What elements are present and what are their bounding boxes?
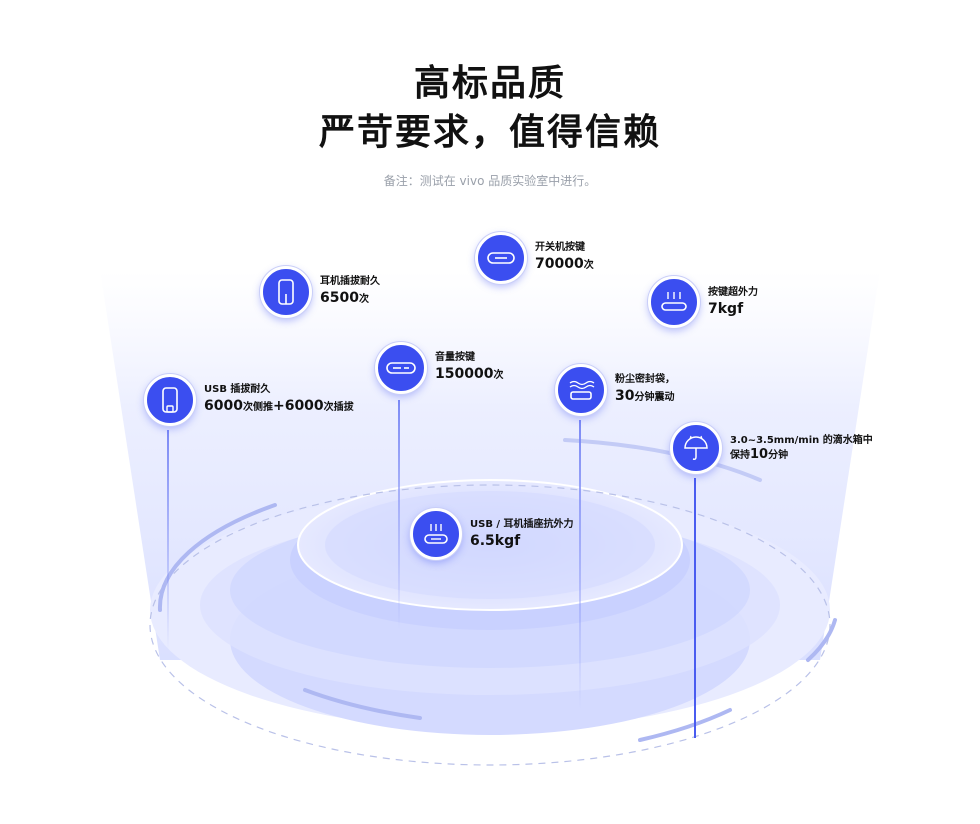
test-earphone-jack: 耳机插拔耐久 6500次 (260, 266, 380, 318)
usb-port-icon (144, 374, 196, 426)
test-volume-button: 音量按键 150000次 (375, 342, 503, 394)
test-water-drip: 3.0~3.5mm/min 的滴水箱中 保持10分钟 (670, 422, 873, 474)
test-value: 6500次 (320, 290, 369, 306)
earphone-jack-icon (260, 266, 312, 318)
umbrella-water-icon (670, 422, 722, 474)
test-dust-seal: 粉尘密封袋， 30分钟震动 (555, 364, 675, 416)
test-key-force: 按键超外力 7kgf (648, 276, 758, 328)
power-button-icon (475, 232, 527, 284)
page-title: 高标品质 (413, 63, 566, 104)
test-label: 耳机插拔耐久 (320, 276, 380, 287)
volume-button-icon (375, 342, 427, 394)
test-value: 6000次侧推+6000次插拔 (204, 398, 354, 414)
test-usb-force: USB / 耳机插座抗外力 6.5kgf (410, 508, 574, 560)
test-label: 3.0~3.5mm/min 的滴水箱中 (730, 434, 873, 446)
test-label: USB 插拔耐久 (204, 384, 271, 395)
test-power-button: 开关机按键 70000次 (475, 232, 594, 284)
test-label: 按键超外力 (708, 287, 758, 298)
test-value: 6.5kgf (470, 533, 521, 549)
test-label: 开关机按键 (535, 242, 585, 253)
test-label: 粉尘密封袋， (615, 374, 675, 385)
test-label: 音量按键 (435, 352, 475, 363)
dust-bag-icon (555, 364, 607, 416)
test-label: USB / 耳机插座抗外力 (470, 519, 574, 530)
page-subtitle: 严苛要求，值得信赖 (318, 112, 661, 153)
footnote: 备注：测试在 vivo 品质实验室中进行。 (383, 174, 597, 188)
key-force-icon (648, 276, 700, 328)
test-value: 70000次 (535, 256, 594, 272)
test-value: 保持10分钟 (730, 446, 789, 462)
usb-force-icon (410, 508, 462, 560)
test-value: 150000次 (435, 366, 504, 382)
test-value: 30分钟震动 (615, 388, 675, 404)
title-block: 高标品质 严苛要求，值得信赖 (0, 60, 980, 158)
test-value: 7kgf (708, 301, 744, 317)
test-usb-port: USB 插拔耐久 6000次侧推+6000次插拔 (144, 374, 354, 426)
